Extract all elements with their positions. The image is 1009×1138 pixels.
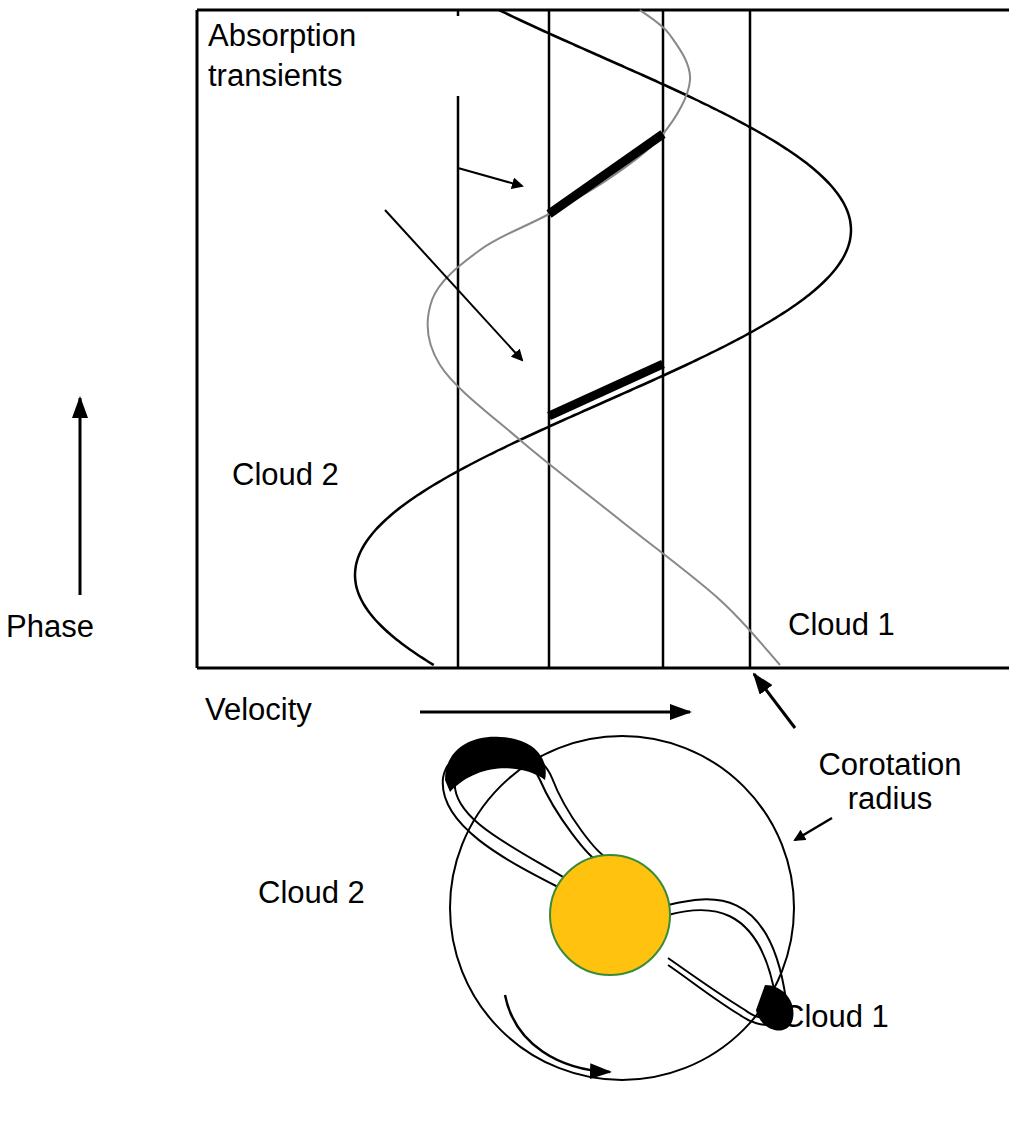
cloud-1-curve — [428, 10, 780, 665]
cloud-2-curve — [355, 10, 851, 665]
diagram-label: Cloud 2 — [258, 876, 365, 910]
diagram-label: Cloud 1 — [788, 608, 895, 642]
plot-frame — [197, 10, 1009, 668]
diagram-label: Cloud 2 — [232, 458, 339, 492]
leader-arrow — [385, 210, 522, 360]
absorption-segment — [549, 134, 663, 214]
radius-arrow — [795, 818, 832, 840]
diagram-label: Absorption transients — [206, 16, 460, 96]
cloud-2-blob — [445, 737, 546, 792]
rotation-arrow — [505, 995, 610, 1072]
diagram-label: Corotation radius — [785, 748, 995, 816]
velocity-arrow — [420, 711, 690, 714]
corotation-circle — [450, 736, 794, 1080]
star — [550, 855, 670, 975]
corotation-arrow — [754, 674, 795, 728]
diagram-label: Velocity — [205, 693, 312, 727]
diagram-label: Phase — [6, 610, 94, 644]
diagram-label: Cloud 1 — [782, 1000, 889, 1034]
leader-arrow — [458, 168, 522, 186]
phase-arrow — [79, 398, 82, 595]
absorption-segment — [549, 364, 663, 416]
